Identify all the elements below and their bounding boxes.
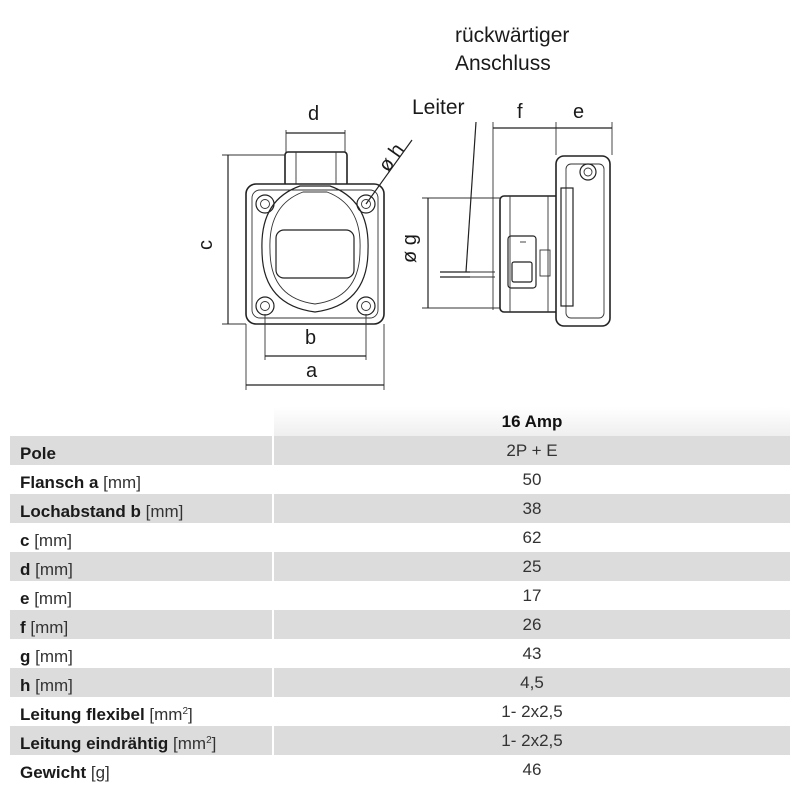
label-rear-connection-1: rückwärtiger: [455, 24, 569, 47]
spec-label: c [mm]: [20, 531, 72, 550]
column-header: 16 Amp: [274, 407, 790, 436]
dim-label-c: c: [195, 240, 217, 250]
label-conductor: Leiter: [412, 96, 465, 119]
spec-row: Pole 2P + E: [10, 436, 790, 465]
dim-label-f: f: [517, 101, 523, 123]
spec-value: 38: [274, 494, 790, 523]
spec-row: Lochabstand b [mm]38: [10, 494, 790, 523]
spec-value: 17: [522, 586, 542, 605]
dim-label-d: d: [308, 103, 319, 125]
dim-label-e: e: [573, 101, 584, 123]
spec-value: 50: [522, 470, 542, 489]
spec-row: g [mm] 43: [10, 639, 790, 668]
spec-header-row: 16 Amp: [10, 407, 790, 436]
spec-value: 46: [522, 760, 542, 779]
spec-label: Pole: [10, 436, 272, 465]
spec-label: Leitung flexibel [mm2]: [20, 705, 193, 724]
spec-row: d [mm]25: [10, 552, 790, 581]
spec-label: e [mm]: [20, 589, 72, 608]
dim-label-g: ø g: [399, 234, 421, 263]
spec-value: 43: [522, 644, 542, 663]
spec-label: g [mm]: [20, 647, 73, 666]
spec-value: 1- 2x2,5: [274, 726, 790, 755]
technical-drawing: rückwärtiger Anschluss Leiter d c: [195, 24, 613, 390]
spec-label: Flansch a [mm]: [20, 473, 141, 492]
spec-value: 25: [274, 552, 790, 581]
spec-value: 2P + E: [274, 436, 790, 465]
spec-row: Flansch a [mm] 50: [10, 465, 790, 494]
spec-row: h [mm]4,5: [10, 668, 790, 697]
spec-row: Gewicht [g] 46: [10, 755, 790, 784]
spec-row: c [mm] 62: [10, 523, 790, 552]
spec-row: Leitung eindrähtig [mm2]1- 2x2,5: [10, 726, 790, 755]
spec-label: Leitung eindrähtig [mm2]: [10, 726, 272, 755]
spec-label: Lochabstand b [mm]: [10, 494, 272, 523]
dim-label-h: ø h: [374, 140, 409, 176]
spec-label: f [mm]: [10, 610, 272, 639]
spec-label: h [mm]: [10, 668, 272, 697]
spec-value: 1- 2x2,5: [501, 702, 563, 721]
spec-value: 26: [274, 610, 790, 639]
side-view: ø g f e: [399, 101, 613, 327]
dim-label-a: a: [306, 360, 318, 382]
spec-row: e [mm] 17: [10, 581, 790, 610]
spec-value: 4,5: [274, 668, 790, 697]
spec-label: Gewicht [g]: [20, 763, 110, 782]
label-rear-connection-2: Anschluss: [455, 52, 551, 75]
dim-label-b: b: [305, 327, 316, 349]
spec-row: Leitung flexibel [mm2] 1- 2x2,5: [10, 697, 790, 726]
spec-label: d [mm]: [10, 552, 272, 581]
spec-row: f [mm]26: [10, 610, 790, 639]
spec-value: 62: [522, 528, 542, 547]
front-view: d c b a ø h: [195, 103, 413, 390]
